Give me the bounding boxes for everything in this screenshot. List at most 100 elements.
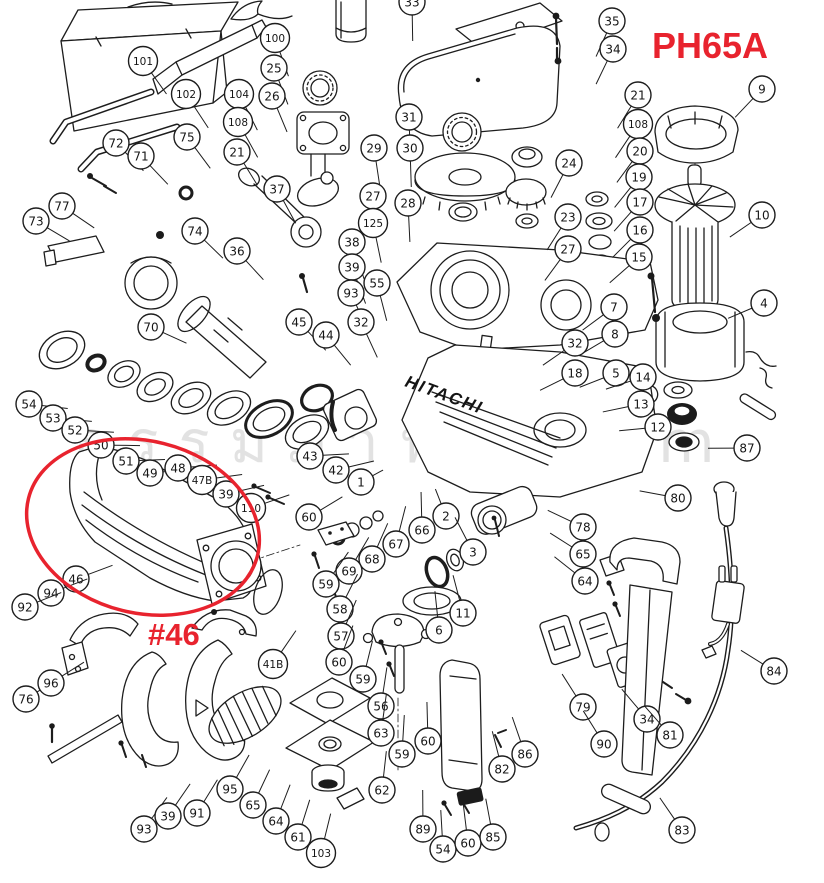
svg-text:74: 74 xyxy=(187,224,202,238)
part-balloon-39: 39 xyxy=(154,783,191,830)
svg-text:42: 42 xyxy=(328,463,343,477)
part-balloon-59: 59 xyxy=(312,551,349,598)
part-balloon-6: 6 xyxy=(425,591,453,644)
svg-text:49: 49 xyxy=(142,466,157,480)
svg-text:13: 13 xyxy=(633,397,648,411)
svg-text:72: 72 xyxy=(108,136,123,150)
part-balloon-44: 44 xyxy=(312,321,352,366)
svg-text:75: 75 xyxy=(179,130,194,144)
crankshaft-assembly xyxy=(238,70,350,294)
brush-holder-ring xyxy=(654,105,739,164)
part-balloon-8: 8 xyxy=(581,320,629,355)
part-balloon-34: 34 xyxy=(595,35,627,85)
part-balloon-26: 26 xyxy=(258,82,288,133)
svg-text:87: 87 xyxy=(739,441,754,455)
part-balloon-102: 102 xyxy=(170,78,209,129)
svg-text:104: 104 xyxy=(229,89,249,101)
svg-text:59: 59 xyxy=(355,672,370,686)
part-balloon-89: 89 xyxy=(409,789,437,843)
svg-text:67: 67 xyxy=(388,537,403,551)
svg-text:63: 63 xyxy=(373,726,388,740)
part-balloon-54: 54 xyxy=(15,390,68,418)
svg-text:32: 32 xyxy=(353,315,368,329)
svg-text:79: 79 xyxy=(575,700,590,714)
part-balloon-7: 7 xyxy=(582,293,628,331)
part-balloon-101: 101 xyxy=(127,45,167,95)
svg-text:94: 94 xyxy=(43,586,58,600)
svg-text:54: 54 xyxy=(435,842,450,856)
svg-text:9: 9 xyxy=(758,82,766,96)
part-balloon-73: 73 xyxy=(22,207,70,242)
svg-text:56: 56 xyxy=(373,699,388,713)
svg-text:61: 61 xyxy=(290,830,305,844)
part-balloon-13: 13 xyxy=(602,390,655,418)
svg-text:5: 5 xyxy=(612,366,620,380)
svg-text:125: 125 xyxy=(363,218,383,230)
svg-text:52: 52 xyxy=(67,423,82,437)
svg-text:101: 101 xyxy=(133,56,153,68)
svg-text:27: 27 xyxy=(560,242,575,256)
svg-text:26: 26 xyxy=(264,89,279,103)
part-balloon-61: 61 xyxy=(284,799,312,851)
part-balloon-24: 24 xyxy=(550,149,583,198)
svg-text:28: 28 xyxy=(400,196,415,210)
part-balloon-5: 5 xyxy=(579,359,630,388)
svg-text:96: 96 xyxy=(43,676,58,690)
part-balloon-68: 68 xyxy=(358,523,389,573)
part-balloon-60: 60 xyxy=(295,496,343,531)
svg-text:1: 1 xyxy=(357,475,365,489)
svg-text:84: 84 xyxy=(766,664,781,678)
part-balloon-96: 96 xyxy=(37,661,85,697)
striker-tube xyxy=(177,295,267,379)
part-balloon-108: 108 xyxy=(615,108,654,158)
svg-text:10: 10 xyxy=(754,208,769,222)
svg-text:46: 46 xyxy=(68,572,83,586)
svg-text:103: 103 xyxy=(311,848,331,860)
part-balloon-95: 95 xyxy=(216,754,250,803)
part-balloon-30: 30 xyxy=(396,134,424,187)
svg-text:48: 48 xyxy=(170,461,185,475)
svg-text:39: 39 xyxy=(218,487,233,501)
bottom-plates xyxy=(285,677,375,810)
part-balloon-84: 84 xyxy=(740,649,788,685)
svg-text:27: 27 xyxy=(365,189,380,203)
svg-text:60: 60 xyxy=(420,734,435,748)
svg-text:70: 70 xyxy=(143,320,158,334)
part-balloon-18: 18 xyxy=(539,359,589,391)
gear-set xyxy=(414,112,613,284)
svg-text:45: 45 xyxy=(291,315,306,329)
part-balloon-108: 108 xyxy=(222,106,259,158)
part-balloon-32: 32 xyxy=(542,329,589,366)
part-balloon-39: 39 xyxy=(212,480,265,508)
side-handle xyxy=(609,537,681,776)
svg-text:62: 62 xyxy=(374,783,389,797)
svg-text:3: 3 xyxy=(469,545,477,559)
part-balloon-2: 2 xyxy=(432,488,460,530)
part-balloon-74: 74 xyxy=(181,217,224,259)
part-balloon-28: 28 xyxy=(394,189,422,242)
svg-text:86: 86 xyxy=(517,747,532,761)
svg-text:32: 32 xyxy=(567,336,582,350)
svg-text:47B: 47B xyxy=(192,475,213,487)
svg-text:60: 60 xyxy=(460,836,475,850)
part-balloon-60: 60 xyxy=(325,625,354,676)
svg-text:77: 77 xyxy=(54,199,69,213)
part-balloon-70: 70 xyxy=(137,313,187,344)
part-balloon-72: 72 xyxy=(102,129,144,172)
part-balloon-81: 81 xyxy=(643,705,684,749)
svg-text:25: 25 xyxy=(266,61,281,75)
part-balloon-3: 3 xyxy=(454,517,487,566)
retainer-parts xyxy=(47,609,282,768)
svg-text:23: 23 xyxy=(560,210,575,224)
svg-text:39: 39 xyxy=(344,260,359,274)
part-balloon-15: 15 xyxy=(609,243,653,284)
svg-text:108: 108 xyxy=(628,119,648,131)
part-balloon-93: 93 xyxy=(130,797,168,843)
svg-text:19: 19 xyxy=(631,170,646,184)
part-balloon-1: 1 xyxy=(347,468,384,496)
part-balloon-66: 66 xyxy=(408,491,436,544)
part-balloon-34: 34 xyxy=(621,688,661,733)
svg-text:60: 60 xyxy=(331,655,346,669)
part-balloon-36: 36 xyxy=(223,237,264,281)
